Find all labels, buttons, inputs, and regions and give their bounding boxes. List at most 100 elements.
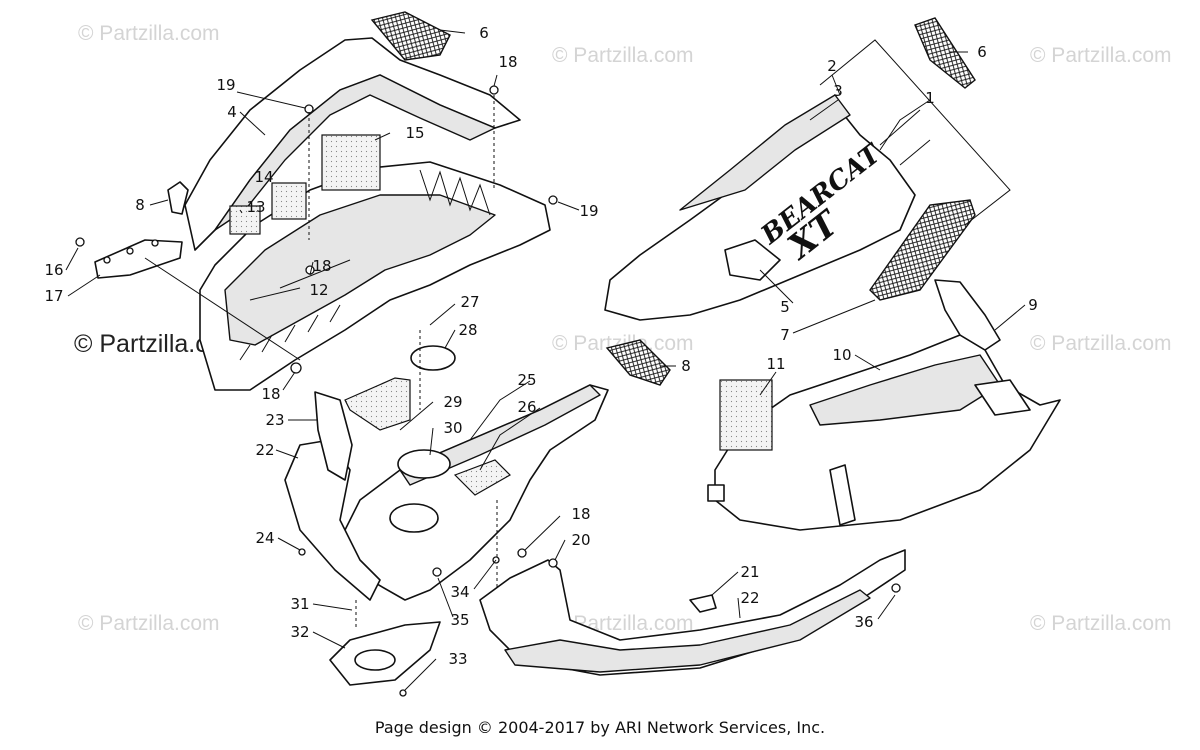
front-bulkhead — [284, 330, 609, 697]
leader-35 — [437, 577, 454, 618]
callout-label: 13 — [246, 198, 265, 216]
leader-18 — [493, 74, 498, 87]
ring-upper — [397, 449, 451, 479]
screw-16 — [75, 237, 85, 247]
leader-16 — [65, 247, 79, 271]
watermark: © Partzilla.com — [1030, 612, 1172, 635]
vent-screen-left — [370, 11, 451, 61]
callout-label: 14 — [254, 168, 273, 186]
leader-28 — [444, 329, 456, 349]
side-panel-upper — [679, 94, 851, 211]
leader-20 — [554, 539, 566, 561]
leader-4 — [239, 111, 266, 136]
callout-label: 31 — [290, 595, 309, 613]
pad-29 — [344, 377, 411, 431]
callout-label: 1 — [925, 89, 935, 107]
leader-27 — [429, 303, 456, 326]
leader-18 — [309, 261, 314, 276]
leader-34 — [473, 559, 497, 590]
callout-label: 15 — [405, 124, 424, 142]
belly-pan-right — [707, 279, 1061, 531]
watermark: © Partzilla.com — [1030, 332, 1172, 355]
leader-7 — [792, 299, 876, 334]
callout-label: 10 — [832, 346, 851, 364]
decal-14 — [271, 182, 307, 220]
rivet-24 — [298, 548, 306, 556]
decal-11 — [719, 379, 773, 451]
callout-label: 22 — [740, 589, 759, 607]
shield-23 — [314, 391, 353, 481]
leader-8 — [149, 199, 169, 206]
duct-opening — [354, 649, 396, 671]
leader-19 — [236, 91, 306, 109]
ring-30 — [389, 503, 439, 533]
screw-20 — [548, 558, 558, 568]
leader-29 — [399, 401, 434, 431]
leader-11 — [759, 371, 777, 396]
watermark: © Partzilla.com — [78, 612, 220, 635]
callout-label: 18 — [261, 385, 280, 403]
watermark: © Partzilla.com — [1030, 44, 1172, 67]
leader-30 — [429, 427, 434, 456]
callout-label: 4 — [227, 103, 237, 121]
nut-18 — [489, 85, 499, 95]
rivet — [151, 239, 159, 247]
belly-pan-vent-lower — [829, 464, 856, 526]
leader-36 — [877, 594, 896, 620]
rivet — [126, 247, 134, 255]
callout-label: 16 — [44, 261, 63, 279]
support-22 — [284, 439, 381, 601]
callout-label: 11 — [766, 355, 785, 373]
leader-26 — [479, 407, 541, 471]
nose-pan-ribs — [239, 304, 341, 361]
screw-19 — [548, 195, 558, 205]
watermark: © Partzilla.com — [552, 44, 694, 67]
rivet — [103, 256, 111, 264]
leader-25 — [469, 380, 531, 441]
watermark: © Partzilla.com — [78, 22, 220, 45]
leader-2 — [831, 74, 841, 96]
vent-grille-8-left — [167, 181, 189, 215]
callout-label: 9 — [1028, 296, 1038, 314]
leader-15 — [374, 132, 391, 141]
side-panel — [604, 109, 916, 321]
leader-19 — [557, 201, 580, 211]
callout-label: 27 — [460, 293, 479, 311]
screw-19 — [304, 104, 314, 114]
screw-36 — [891, 583, 901, 593]
callout-label: 12 — [309, 281, 328, 299]
tab — [707, 484, 725, 502]
nose-pan-cavity — [224, 194, 496, 346]
callout-label: 21 — [740, 563, 759, 581]
leader-6 — [439, 29, 466, 34]
callout-label: 17 — [44, 287, 63, 305]
callout-label: 23 — [265, 411, 284, 429]
leader-31 — [312, 603, 353, 611]
vent-screen-8-right — [605, 339, 671, 386]
leader-22 — [737, 597, 741, 619]
callout-label: 8 — [135, 196, 145, 214]
callout-label: 28 — [458, 321, 477, 339]
leader-18 — [282, 371, 296, 391]
callout-label: 7 — [780, 326, 790, 344]
nose-pan-teeth — [419, 169, 491, 216]
vent-screen-7 — [869, 199, 976, 301]
leader-32 — [312, 631, 346, 649]
leader-17 — [144, 257, 301, 361]
leader-12 — [249, 287, 301, 301]
side-panel-pocket — [724, 239, 781, 281]
leader-21 — [711, 571, 739, 596]
callout-label: 18 — [498, 53, 517, 71]
leader-10 — [854, 354, 881, 371]
callout-label: 33 — [448, 650, 467, 668]
leader-9 — [994, 304, 1026, 331]
rivet-33 — [399, 689, 407, 697]
callout-label: 5 — [780, 298, 790, 316]
callout-label: 18 — [312, 257, 331, 275]
pad-26 — [453, 459, 511, 496]
leader-1 — [879, 99, 931, 151]
ring-28 — [410, 345, 456, 371]
callout-label: 24 — [255, 529, 274, 547]
nut-18 — [517, 548, 527, 558]
